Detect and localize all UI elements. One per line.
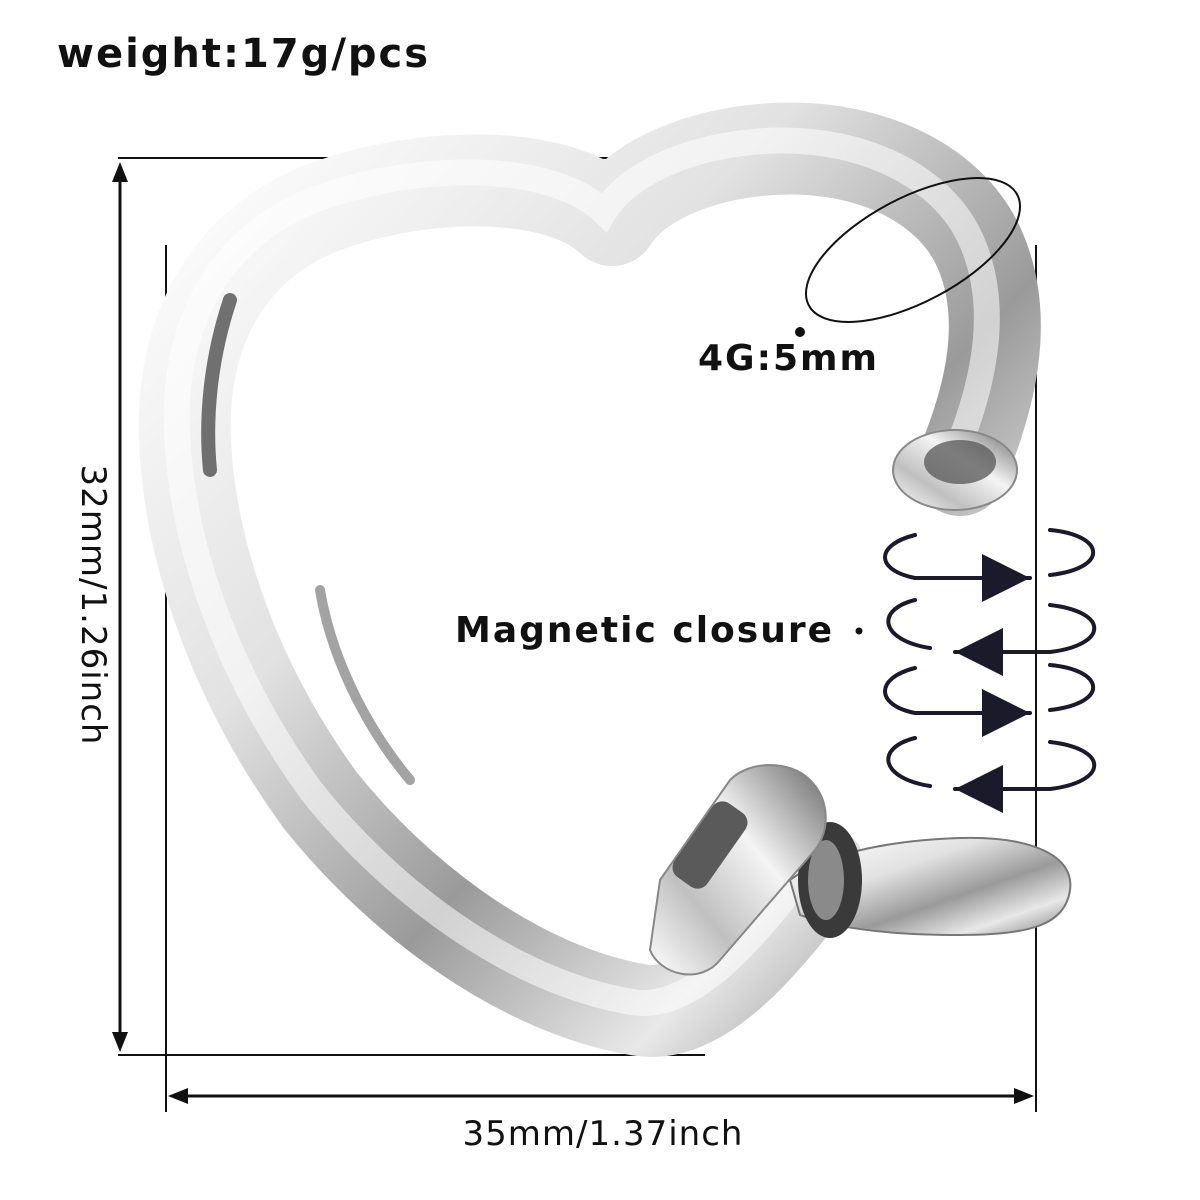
weight-label: weight:17g/pcs [57, 31, 430, 77]
width-label: 35mm/1.37inch [463, 1114, 744, 1154]
closure-label: Magnetic closure [455, 610, 834, 651]
heart-hoop-image [138, 102, 1072, 1057]
height-label: 32mm/1.26inch [73, 465, 113, 746]
gauge-label: 4G:5mm [698, 338, 879, 379]
gauge-annotation [795, 177, 1022, 337]
rotation-arrows-icon [883, 528, 1097, 813]
